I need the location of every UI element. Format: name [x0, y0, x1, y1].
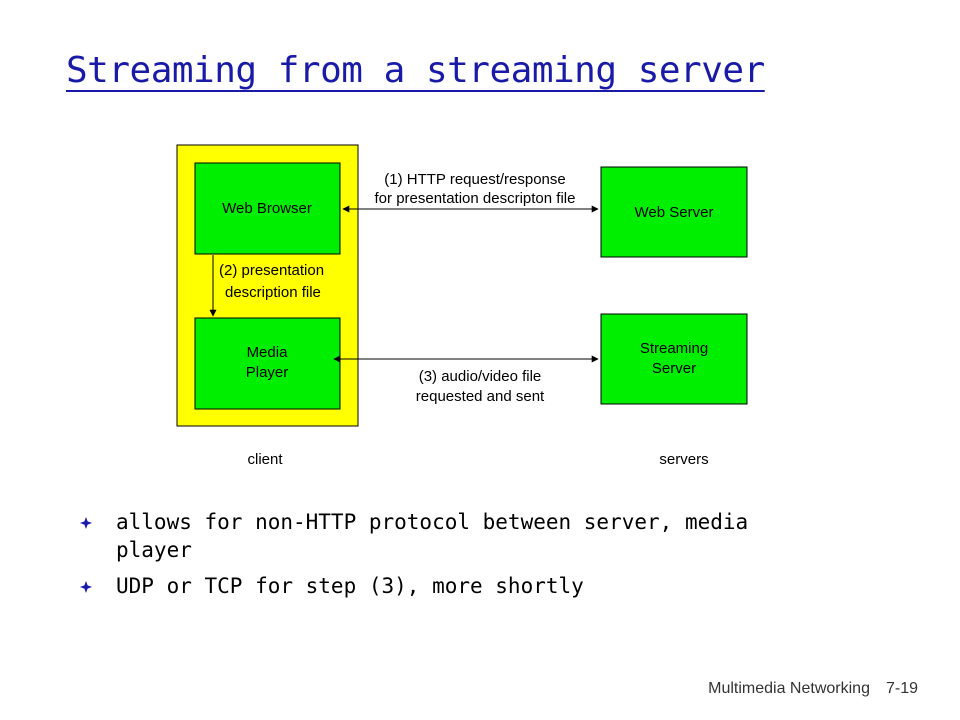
media-player-box: [194, 317, 341, 410]
http-label-line2: for presentation descripton file: [375, 190, 576, 207]
streaming-server-label-line1: Streaming: [640, 340, 708, 357]
streaming-server-box: [600, 313, 748, 405]
client-label: client: [247, 451, 283, 468]
stream-label-line2: requested and sent: [416, 388, 545, 405]
servers-label: servers: [659, 451, 708, 468]
bullet-text: UDP or TCP for step (3), more shortly: [116, 574, 584, 598]
stream-label-line1: (3) audio/video file: [419, 368, 542, 385]
media-player-label-line1: Media: [247, 344, 289, 361]
streaming-server-label-line2: Server: [652, 360, 696, 377]
diamond-bullet-icon: [80, 517, 92, 529]
media-player-label-line2: Player: [246, 364, 289, 381]
diamond-bullet-icon: [80, 581, 92, 593]
bullet-item: UDP or TCP for step (3), more shortly: [80, 572, 800, 600]
web-server-box: [600, 166, 748, 258]
slide-footer: Multimedia Networking 7-19: [708, 680, 918, 698]
description-label-line2: description file: [225, 284, 321, 301]
bullet-list: allows for non-HTTP protocol between ser…: [80, 508, 800, 608]
slide-title: Streaming from a streaming server: [66, 50, 765, 91]
bullet-text: allows for non-HTTP protocol between ser…: [116, 510, 749, 562]
bullet-item: allows for non-HTTP protocol between ser…: [80, 508, 800, 564]
web-browser-box: [194, 162, 341, 255]
page-number: 7-19: [885, 680, 918, 697]
web-browser-label: Web Browser: [222, 200, 312, 217]
description-label-line1: (2) presentation: [219, 262, 324, 279]
http-label-line1: (1) HTTP request/response: [384, 171, 565, 188]
footer-section: Multimedia Networking: [708, 680, 870, 697]
web-server-label: Web Server: [635, 204, 714, 221]
